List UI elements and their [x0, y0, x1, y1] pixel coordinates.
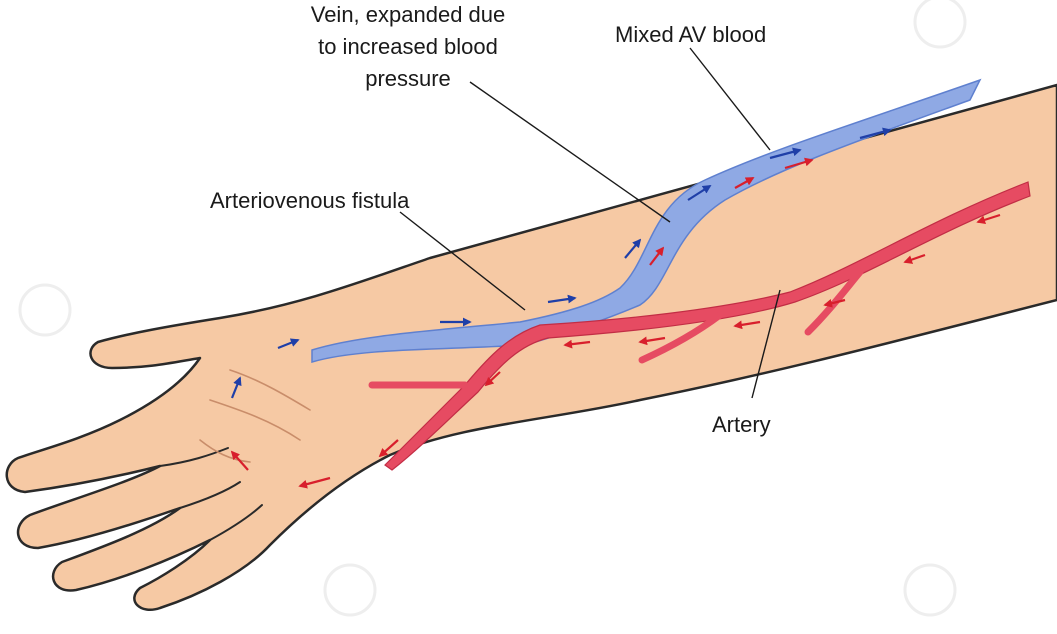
label-mixed-av-blood: Mixed AV blood [615, 22, 766, 47]
spiral-watermark-icon [905, 565, 955, 615]
label-arteriovenous-fistula: Arteriovenous fistula [210, 188, 410, 213]
arm-outline [7, 85, 1057, 610]
label-vein-line1: Vein, expanded due [311, 2, 506, 27]
label-vein-line3: pressure [365, 66, 451, 91]
label-vein-line2: to increased blood [318, 34, 498, 59]
label-artery: Artery [712, 412, 771, 437]
spiral-watermark-icon [915, 0, 965, 47]
spiral-watermark-icon [20, 285, 70, 335]
spiral-watermark-icon [325, 565, 375, 615]
